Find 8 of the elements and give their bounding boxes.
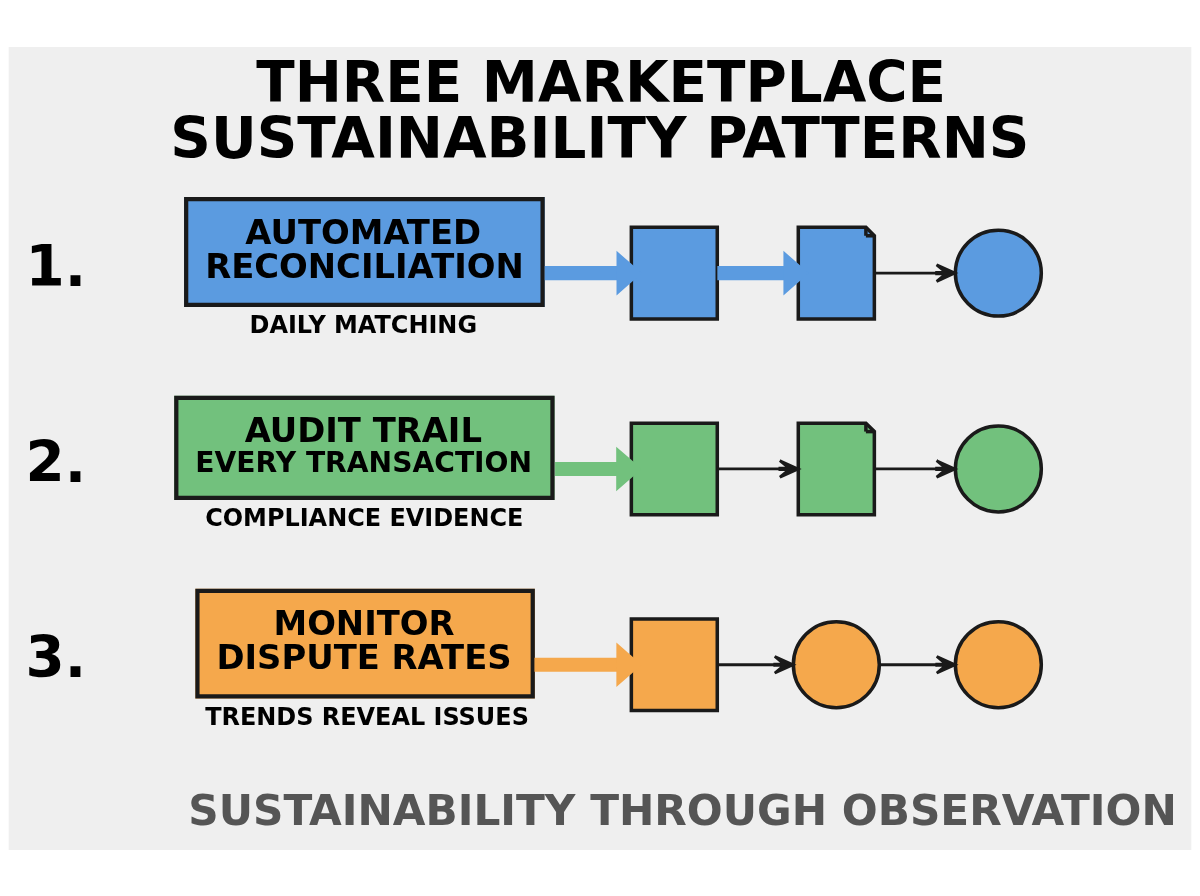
label: 2. xyxy=(25,429,87,495)
label: 1. xyxy=(25,233,87,299)
label: 3. xyxy=(25,624,87,690)
node-label: TRENDS REVEAL ISSUES xyxy=(205,702,529,731)
node-label: COMPLIANCE EVIDENCE xyxy=(205,503,524,532)
caption: SUSTAINABILITY THROUGH OBSERVATION xyxy=(188,785,1177,835)
diagram-title: THREE MARKETPLACE SUSTAINABILITY PATTERNS xyxy=(170,49,1030,171)
node-label: DAILY MATCHING xyxy=(249,310,478,339)
